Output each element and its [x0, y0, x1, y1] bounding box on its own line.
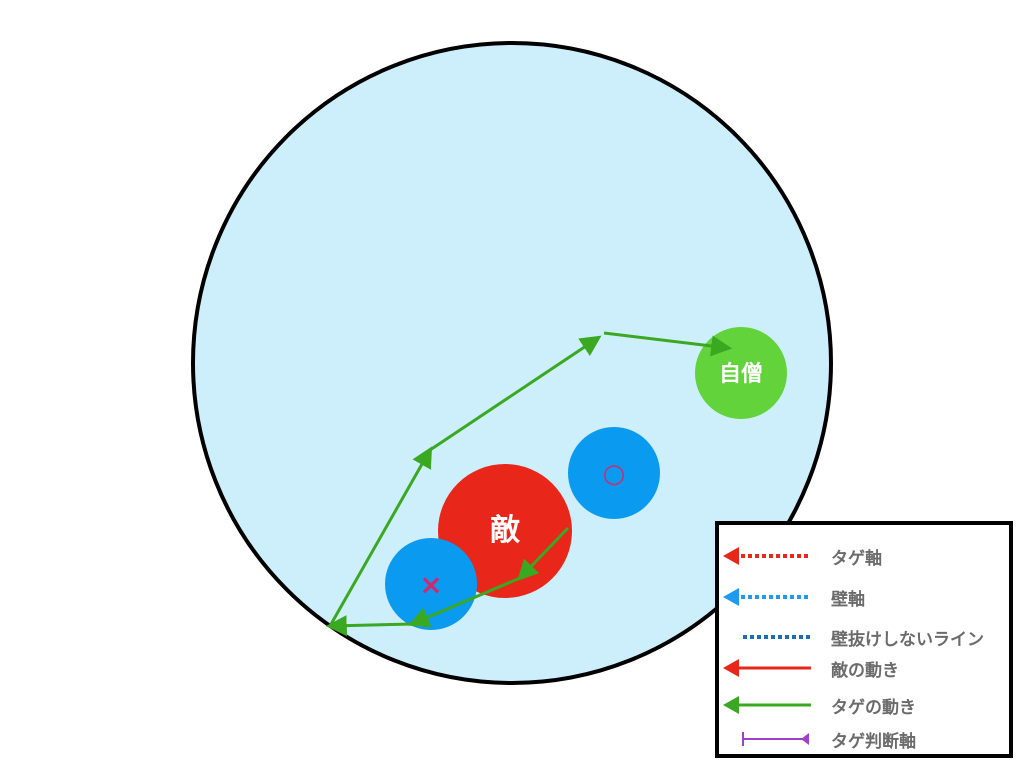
legend-label: タゲ軸	[831, 548, 882, 569]
tag-move-segment-1	[517, 526, 570, 582]
arena-circle	[191, 41, 833, 685]
enemy-move-swatch-icon	[723, 659, 811, 677]
judge-axis-swatch-icon	[742, 732, 809, 746]
wall-axis-swatch-icon	[723, 588, 811, 606]
tag-move-segment-3	[325, 615, 413, 637]
legend: タゲ軸 壁軸 壁抜けしないライン 敵の動き タゲの動き タゲ	[715, 521, 1013, 758]
legend-label: タゲ判断軸	[831, 731, 916, 752]
legend-label: 敵の動き	[831, 660, 899, 681]
tag-move-segment-5	[429, 335, 602, 452]
legend-item-tag-axis: タゲ軸	[719, 543, 1009, 569]
self-token-label: 自僧	[719, 361, 763, 387]
tag-move-swatch-icon	[723, 696, 811, 714]
enemy-token-label: 敵	[490, 513, 521, 548]
tag-move-segment-2	[408, 576, 521, 628]
tag-move-segment-4	[328, 446, 433, 627]
wall-token-ng-mark: ×	[419, 568, 442, 601]
legend-item-wall-axis: 壁軸	[719, 584, 1009, 610]
legend-item-no-wall-line: 壁抜けしないライン	[719, 624, 1009, 650]
legend-item-tag-move: タゲの動き	[719, 692, 1009, 718]
wall-token-ok	[568, 427, 660, 519]
tag-move-segment-6	[603, 331, 733, 357]
legend-item-judge-axis: タゲ判断軸	[719, 726, 1009, 752]
legend-label: タゲの動き	[831, 697, 916, 718]
legend-label: 壁軸	[831, 589, 865, 610]
no-wall-line-swatch-icon	[743, 635, 811, 639]
tag-movement-path	[325, 331, 733, 637]
legend-item-enemy-move: 敵の動き	[719, 655, 1009, 681]
tag-axis-swatch-icon	[723, 547, 811, 565]
legend-label: 壁抜けしないライン	[831, 629, 984, 650]
wall-token-ok-mark: ○	[603, 459, 626, 489]
